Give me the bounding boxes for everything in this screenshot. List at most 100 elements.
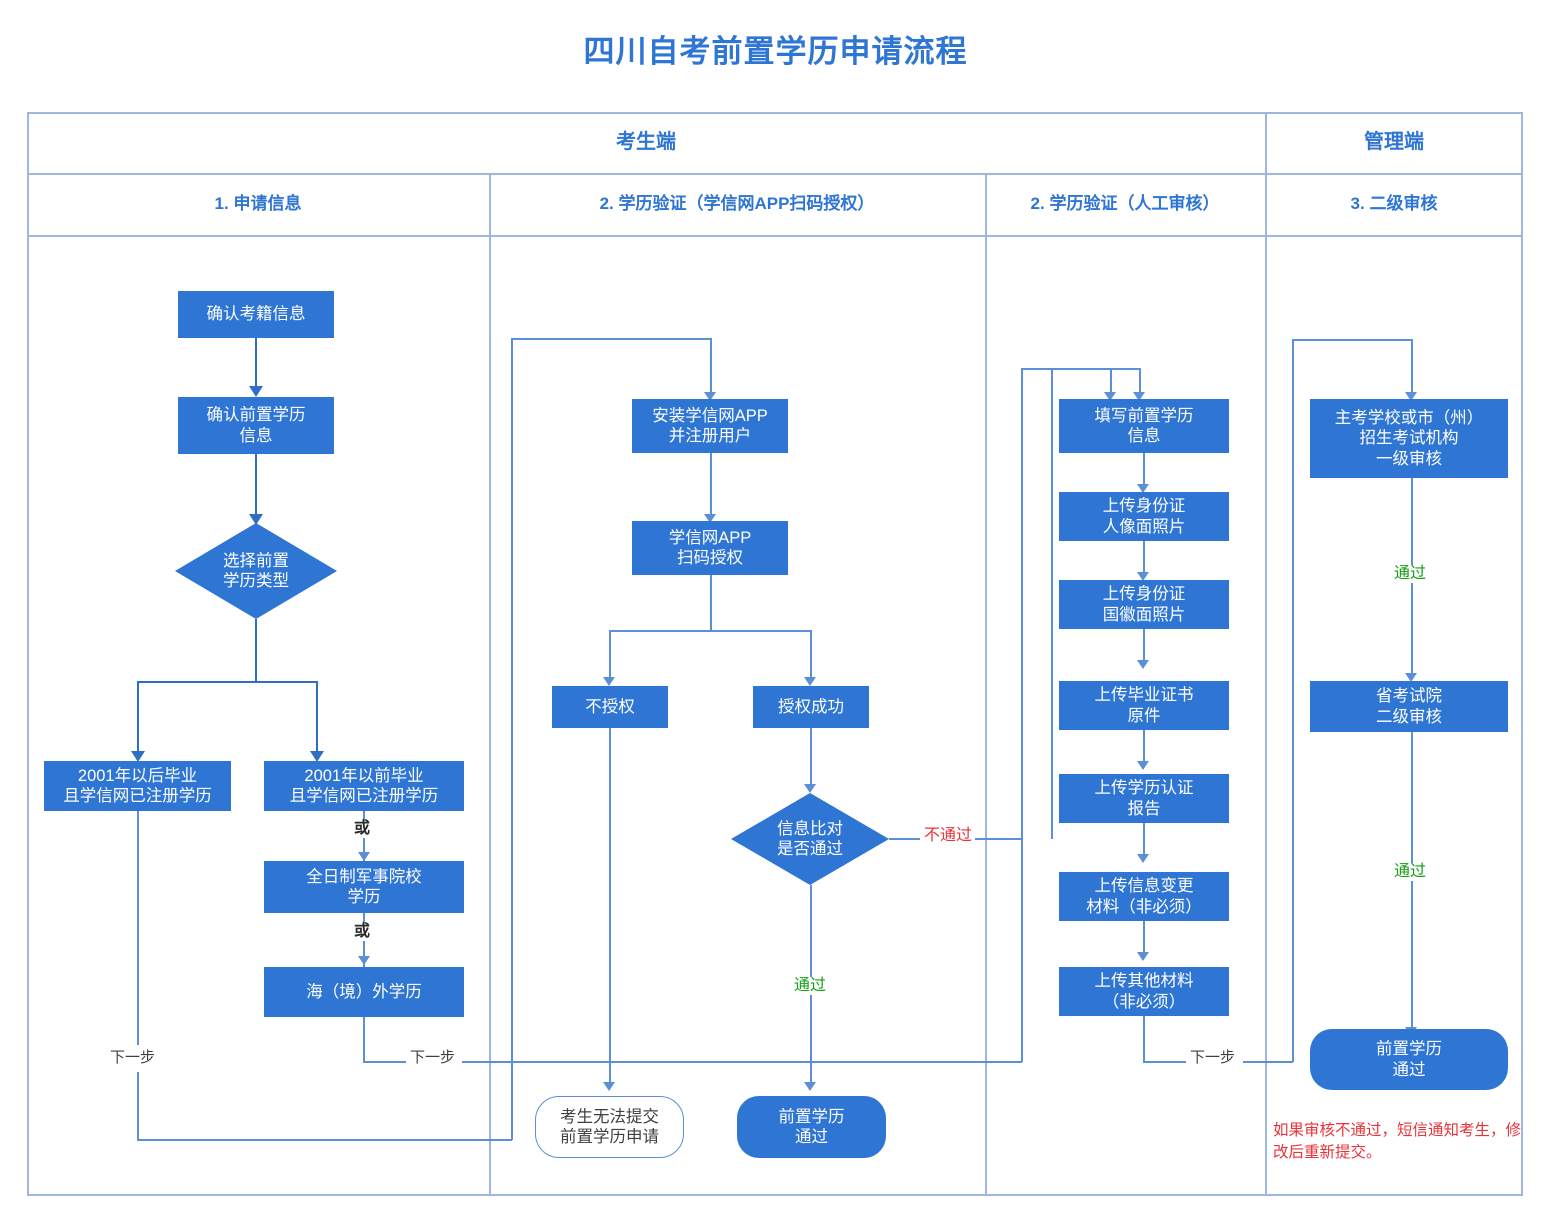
node-not-authorized[interactable]: 不授权 xyxy=(552,686,668,728)
connector-c1-left-next-down xyxy=(137,811,139,1045)
connector-c2-deny-down xyxy=(609,728,611,1083)
arrowhead-c3-in-b xyxy=(1104,392,1116,401)
lane-header-candidate: 考生端 xyxy=(616,131,676,153)
connector-c4-entry-rail xyxy=(1292,340,1294,1062)
connector-c2-split-bus xyxy=(610,630,812,632)
arrowhead-c2-n1-n2 xyxy=(704,514,716,523)
swimlane-frame xyxy=(27,112,1523,1196)
connector-c2-granted-down xyxy=(810,728,812,785)
lane-divider-3 xyxy=(1265,112,1267,1196)
arrowhead-c2-pass-end xyxy=(804,1082,816,1091)
arrowhead-c1-n2-d1 xyxy=(249,514,263,525)
node-military-academy-education[interactable]: 全日制军事院校 学历 xyxy=(264,861,464,913)
arrowhead-c2-granted-d1 xyxy=(804,784,816,793)
column-header-3: 2. 学历验证（人工审核） xyxy=(1030,194,1220,213)
arrowhead-c1-n5-n6 xyxy=(358,956,370,965)
node-confirm-prior-education[interactable]: 确认前置学历 信息 xyxy=(178,397,334,454)
connector-c3-next-stub xyxy=(1143,1061,1186,1063)
column-header-4: 3. 二级审核 xyxy=(1350,194,1438,213)
edge-label-pass: 通过 xyxy=(790,977,831,995)
connector-c2-branch-deny xyxy=(609,630,611,678)
edge-label-fail: 不通过 xyxy=(920,827,977,845)
column-header-2: 2. 学历验证（学信网APP扫码授权） xyxy=(599,194,875,213)
arrowhead-c3-n2-n3 xyxy=(1137,572,1149,581)
connector-c3-entry-inner-drop xyxy=(1110,368,1112,393)
connector-c3-n3-n4 xyxy=(1143,629,1145,661)
lane-subheader-divider xyxy=(27,235,1523,237)
edge-label-next-step-c3: 下一步 xyxy=(1186,1049,1240,1067)
node-cannot-submit-application[interactable]: 考生无法提交 前置学历申请 xyxy=(535,1096,684,1158)
connector-c1-branch-right xyxy=(316,681,319,753)
lane-divider-1 xyxy=(489,173,491,1196)
arrowhead-c4-n1-n2 xyxy=(1405,673,1417,682)
connector-c1-right-next-drop xyxy=(1139,368,1141,393)
arrowhead-c3-in-a xyxy=(1133,392,1145,401)
lane-divider-2 xyxy=(985,173,987,1196)
node-first-level-review[interactable]: 主考学校或市（州） 招生考试机构 一级审核 xyxy=(1310,399,1508,478)
lane-header-admin: 管理端 xyxy=(1364,131,1424,153)
connector-c3-n6-n7 xyxy=(1143,921,1145,953)
connector-c1-right-next-across xyxy=(462,1061,1022,1063)
connector-c1-n2-d1 xyxy=(255,454,258,514)
connector-c3-next-down xyxy=(1143,1016,1145,1061)
connector-c1-right-next-down xyxy=(363,1017,365,1062)
connector-c2-entry-top xyxy=(511,338,711,340)
arrowhead-c4-entry xyxy=(1405,392,1417,401)
arrowhead-c3-n3-n4 xyxy=(1137,660,1149,669)
node-upload-change-materials[interactable]: 上传信息变更 材料（非必须） xyxy=(1059,872,1229,921)
node-upload-id-emblem[interactable]: 上传身份证 国徽面照片 xyxy=(1059,580,1229,629)
connector-c4-entry-top xyxy=(1292,339,1412,341)
node-prior-education-passed-c4[interactable]: 前置学历 通过 xyxy=(1310,1029,1508,1090)
node-upload-credential-report[interactable]: 上传学历认证 报告 xyxy=(1059,774,1229,823)
connector-c2-fail-across xyxy=(975,838,1022,840)
node-authorization-success[interactable]: 授权成功 xyxy=(753,686,869,728)
connector-c3-n4-n5 xyxy=(1143,730,1145,762)
node-confirm-exam-record[interactable]: 确认考籍信息 xyxy=(178,291,334,338)
connector-c2-entry-drop xyxy=(710,338,712,393)
connector-c3-n1-n2 xyxy=(1143,453,1145,485)
edge-label-or-1: 或 xyxy=(350,820,375,838)
node-upload-diploma[interactable]: 上传毕业证书 原件 xyxy=(1059,681,1229,730)
connector-c3-n5-n6 xyxy=(1143,823,1145,855)
arrowhead-c1-n4-n5 xyxy=(358,852,370,861)
connector-c2-branch-granted xyxy=(810,630,812,678)
node-chsi-app-scan-auth[interactable]: 学信网APP 扫码授权 xyxy=(632,521,788,575)
connector-c3-loop-rail xyxy=(1021,368,1023,838)
connector-c2-n2-bus xyxy=(710,575,712,631)
arrowhead-c1-branch-right xyxy=(310,751,324,762)
node-graduated-before-2001[interactable]: 2001年以前毕业 且学信网已注册学历 xyxy=(264,761,464,811)
arrowhead-c3-n4-n5 xyxy=(1137,761,1149,770)
arrowhead-c3-n1-n2 xyxy=(1137,484,1149,493)
node-overseas-education[interactable]: 海（境）外学历 xyxy=(264,967,464,1017)
connector-c3-loop-corner xyxy=(1021,368,1022,370)
node-upload-other-materials[interactable]: 上传其他材料 （非必须） xyxy=(1059,967,1229,1016)
edge-label-next-step-left: 下一步 xyxy=(106,1049,160,1067)
connector-c2-fail-stub xyxy=(889,838,925,840)
connector-c2-n1-n2 xyxy=(710,453,712,515)
node-upload-id-portrait[interactable]: 上传身份证 人像面照片 xyxy=(1059,492,1229,541)
arrowhead-c2-branch-granted xyxy=(804,677,816,686)
connector-c1-left-next-across xyxy=(137,1139,512,1141)
connector-c3-entry-inner-rail xyxy=(1051,369,1053,839)
node-prior-education-passed-c2[interactable]: 前置学历 通过 xyxy=(737,1096,886,1158)
connector-c1-split-bus xyxy=(138,681,318,684)
node-graduated-after-2001[interactable]: 2001年以后毕业 且学信网已注册学历 xyxy=(44,761,231,811)
node-second-level-review[interactable]: 省考试院 二级审核 xyxy=(1310,681,1508,732)
column-header-1: 1. 申请信息 xyxy=(214,194,302,213)
arrowhead-c3-n5-n6 xyxy=(1137,854,1149,863)
connector-c1-d1-bus xyxy=(255,619,258,682)
connector-c1-right-next-stub xyxy=(363,1061,406,1063)
connector-c3-n2-n3 xyxy=(1143,541,1145,573)
connector-c4-entry-drop xyxy=(1411,339,1413,393)
connector-c3-next-across xyxy=(1243,1061,1293,1063)
arrowhead-c2-deny-end xyxy=(603,1082,615,1091)
node-install-chsi-app[interactable]: 安装学信网APP 并注册用户 xyxy=(632,399,788,453)
lane-header-divider xyxy=(27,173,1523,175)
arrowhead-c2-branch-deny xyxy=(603,677,615,686)
note-review-failure: 如果审核不通过，短信通知考生，修改后重新提交。 xyxy=(1273,1122,1522,1162)
edge-label-pass-level1: 通过 xyxy=(1390,565,1431,583)
connector-c3-entry-inner-top xyxy=(1051,368,1111,370)
node-fill-prior-education-info[interactable]: 填写前置学历 信息 xyxy=(1059,399,1229,453)
arrowhead-c3-n6-n7 xyxy=(1137,952,1149,961)
